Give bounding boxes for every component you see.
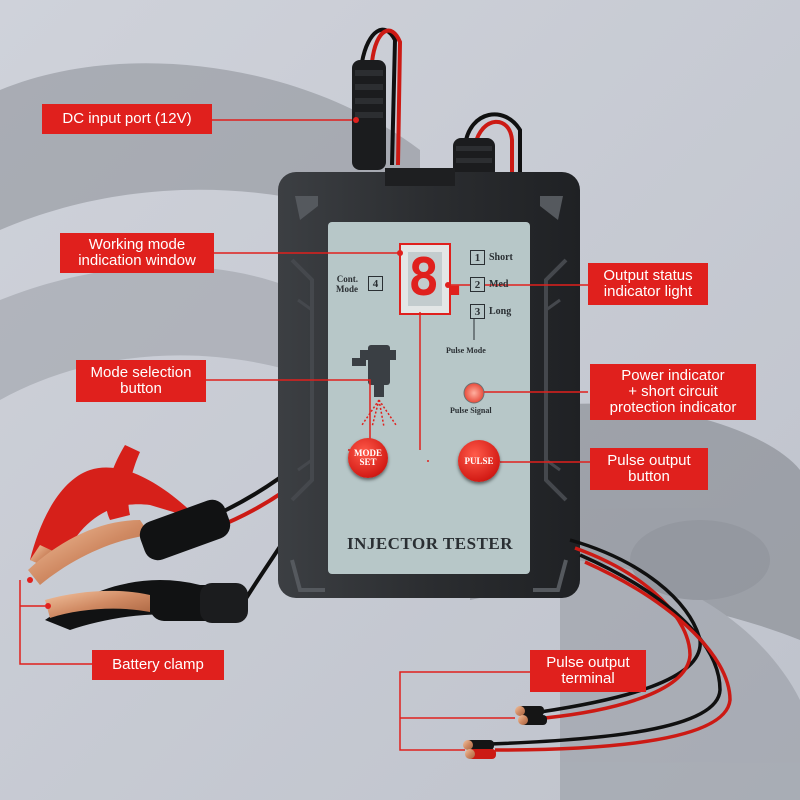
mode-1-number: 1 — [470, 250, 485, 265]
pulse-output-wires — [489, 538, 732, 752]
callout-text: indication window — [78, 252, 196, 269]
callout-text: protection indicator — [609, 399, 737, 416]
cont-mode-label-line: Mode — [336, 284, 358, 294]
callout-power-indicator: Power indicator + short circuit protecti… — [590, 364, 756, 420]
mode-3-label: Long — [489, 306, 512, 317]
mode-display — [399, 243, 451, 315]
seven-segment-digit: 8. — [408, 248, 471, 308]
callout-text: Output status — [603, 267, 693, 284]
callout-text: button — [120, 380, 162, 397]
callout-text: Pulse output — [546, 654, 630, 671]
callout-pulse-output-terminal: Pulse output terminal — [530, 650, 646, 692]
battery-clamp-red — [28, 445, 231, 585]
callout-text: indicator light — [603, 283, 693, 300]
dc-input-plug — [352, 27, 403, 170]
cont-mode-label-line: Cont. — [336, 274, 358, 284]
mode-set-button-label: SET — [359, 457, 377, 467]
callout-working-mode-window: Working mode indication window — [60, 233, 214, 273]
callout-text: Power indicator — [621, 367, 725, 384]
fuel-injector-icon — [352, 345, 397, 428]
mode-set-button[interactable]: MODE SET — [348, 438, 388, 478]
pulse-signal-label: Pulse Signal — [450, 406, 492, 415]
callout-text: terminal — [561, 670, 615, 687]
cont-mode-label: Cont. Mode — [336, 274, 358, 294]
callout-text: Working mode — [88, 236, 186, 253]
callout-text: DC input port (12V) — [62, 110, 192, 127]
callout-battery-clamp: Battery clamp — [92, 650, 224, 680]
callout-pulse-output-button: Pulse output button — [590, 448, 708, 490]
callout-dc-input-port: DC input port (12V) — [42, 104, 212, 134]
mode-1-label: Short — [489, 252, 513, 263]
mode-2-label: Med — [489, 279, 509, 290]
callout-output-status-light: Output status indicator light — [588, 263, 708, 305]
callout-text: button — [628, 468, 670, 485]
cont-mode-number: 4 — [368, 276, 383, 291]
callout-mode-selection-button: Mode selection button — [76, 360, 206, 402]
mode-3-number: 3 — [470, 304, 485, 319]
callout-text: Mode selection — [90, 364, 192, 381]
pulse-mode-label: Pulse Mode — [446, 346, 486, 355]
pulse-button-label: PULSE — [464, 455, 494, 466]
callout-leader-lines — [19, 117, 590, 751]
device-title: INJECTOR TESTER — [346, 534, 514, 553]
callout-text: Battery clamp — [112, 656, 204, 673]
mode-2-number: 2 — [470, 277, 485, 292]
pulse-button[interactable]: PULSE — [458, 440, 500, 482]
pulse-signal-led — [463, 382, 485, 404]
callout-text: Pulse output — [607, 452, 691, 469]
callout-text: + short circuit — [628, 383, 718, 400]
pulse-output-terminals — [463, 706, 547, 759]
battery-clamp-black — [45, 580, 248, 630]
mode-set-button-label: MODE — [354, 448, 382, 458]
